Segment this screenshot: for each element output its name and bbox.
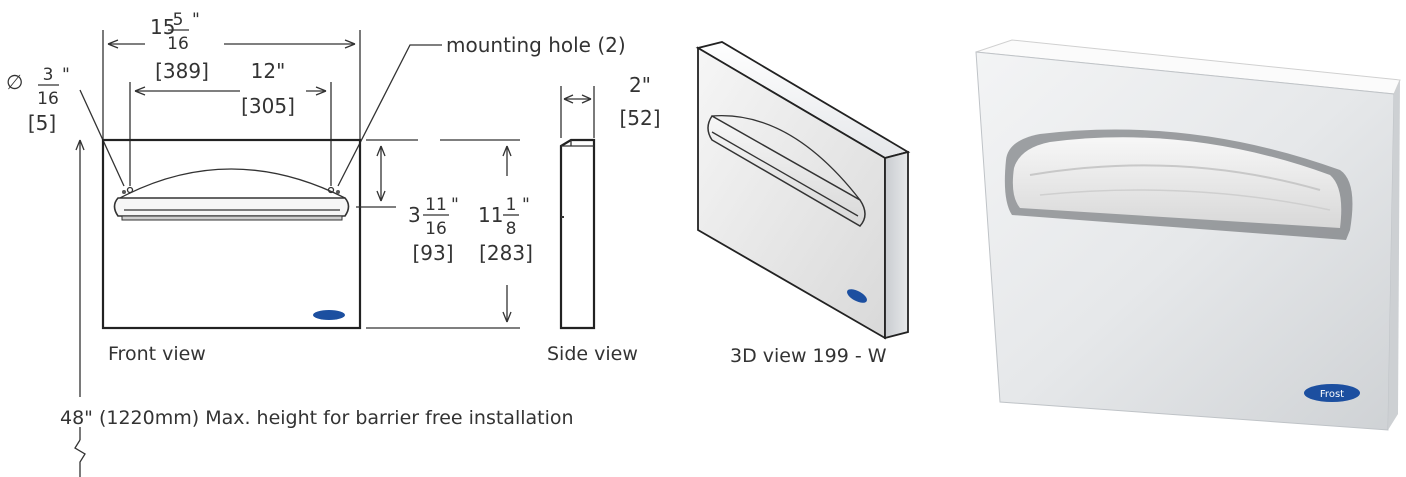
- hole-spacing-value: 12": [251, 59, 286, 83]
- width-denominator: 16: [167, 34, 189, 54]
- photo-logo-badge: [1304, 384, 1360, 402]
- diameter-denominator: 16: [37, 89, 59, 109]
- hole-spacing-metric: [305]: [241, 94, 295, 118]
- height-unit: ": [522, 195, 530, 215]
- product-photo: Frost: [975, 39, 1401, 431]
- side-view-caption: Side view: [547, 343, 638, 365]
- diameter-numerator: 3: [43, 65, 54, 85]
- iso-view-caption: 3D view 199 - W: [730, 345, 887, 367]
- width-unit: ": [192, 10, 200, 30]
- depth-metric: [52]: [619, 106, 660, 130]
- installation-note: 48" (1220mm) Max. height for barrier fre…: [60, 407, 574, 429]
- opening-height-numerator: 11: [425, 195, 447, 215]
- opening-height-whole: 3: [408, 203, 421, 227]
- side-view: 2" [52] Side view: [547, 73, 661, 365]
- installation-height: 48" (1220mm) Max. height for barrier fre…: [60, 139, 574, 477]
- width-metric: [389]: [155, 59, 209, 83]
- width-whole: 15: [150, 15, 175, 39]
- diameter-symbol: ∅: [6, 70, 23, 94]
- width-numerator: 5: [173, 10, 184, 30]
- diameter-metric: [5]: [28, 111, 56, 135]
- height-numerator: 1: [506, 195, 517, 215]
- depth-value: 2": [629, 73, 651, 97]
- iso-view: 3D view 199 - W: [695, 41, 911, 367]
- height-whole: 11: [478, 203, 503, 227]
- opening-height-denominator: 16: [425, 219, 447, 239]
- front-view-caption: Front view: [108, 343, 206, 365]
- iso-logo-badge: [847, 289, 867, 303]
- mounting-hole-label: mounting hole (2): [446, 33, 626, 57]
- opening-height-metric: [93]: [412, 241, 453, 265]
- height-denominator: 8: [506, 219, 517, 239]
- diameter-unit: ": [62, 65, 70, 85]
- front-logo-badge: [313, 310, 345, 320]
- front-view: 15 5 16 " [389] 12" [305] ∅ 3 16 " [5] m…: [6, 10, 626, 365]
- opening-height-unit: ": [451, 195, 459, 215]
- photo-brand-text: Frost: [1320, 389, 1344, 400]
- height-metric: [283]: [479, 241, 533, 265]
